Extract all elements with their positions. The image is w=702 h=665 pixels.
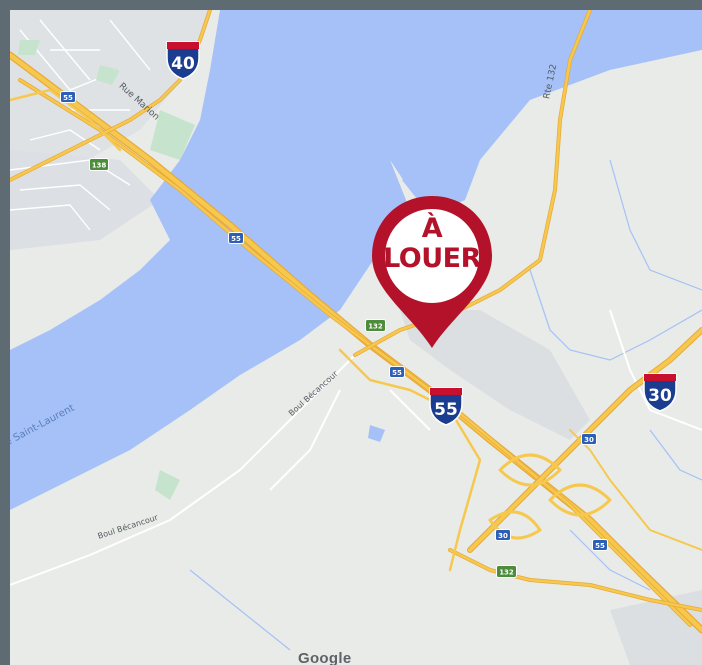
route-132-badge-icon: 132	[365, 319, 386, 332]
pin-label-line1: À	[421, 213, 443, 244]
location-pin-marker[interactable]: À LOUER	[370, 194, 494, 350]
interstate-30-shield-icon: 30	[643, 373, 677, 412]
pin-label: À LOUER	[370, 214, 494, 274]
route-132-low-badge-text: 132	[499, 569, 514, 577]
route-132-badge-text: 132	[368, 323, 383, 331]
route-55-right-badge-text: 55	[595, 542, 605, 550]
pin-label-line2: LOUER	[383, 243, 481, 274]
interstate-55-text: 55	[434, 400, 458, 420]
map-base-layer	[10, 10, 702, 665]
route-55-badge-icon: 55	[60, 91, 76, 103]
route-30-badge-icon: 30	[581, 433, 597, 445]
route-55-mid-badge-icon: 55	[228, 232, 244, 244]
route-55-badge-text: 55	[63, 94, 73, 102]
interstate-40-shield-icon: 40	[166, 41, 200, 80]
interstate-55-shield-icon: 55	[429, 387, 463, 426]
route-132-low-badge-icon: 132	[496, 565, 517, 578]
interstate-30-text: 30	[648, 386, 672, 406]
route-30-low-badge-text: 30	[498, 532, 508, 540]
route-30-low-badge-icon: 30	[495, 529, 511, 541]
map-pin-icon	[372, 196, 492, 348]
route-55-mid-badge-text: 55	[231, 235, 241, 243]
interstate-40-text: 40	[171, 54, 195, 74]
route-55-right-badge-icon: 55	[592, 539, 608, 551]
route-55-low-badge-text: 55	[392, 369, 402, 377]
route-138-badge-text: 138	[92, 162, 107, 170]
route-138-badge-icon: 138	[89, 158, 109, 171]
google-attribution-logo: Google	[298, 650, 352, 665]
map-view[interactable]: Rue Marion Rte 132 Boul Bécancour Boul B…	[10, 10, 702, 665]
route-55-low-badge-icon: 55	[389, 366, 405, 378]
route-30-badge-text: 30	[584, 436, 594, 444]
